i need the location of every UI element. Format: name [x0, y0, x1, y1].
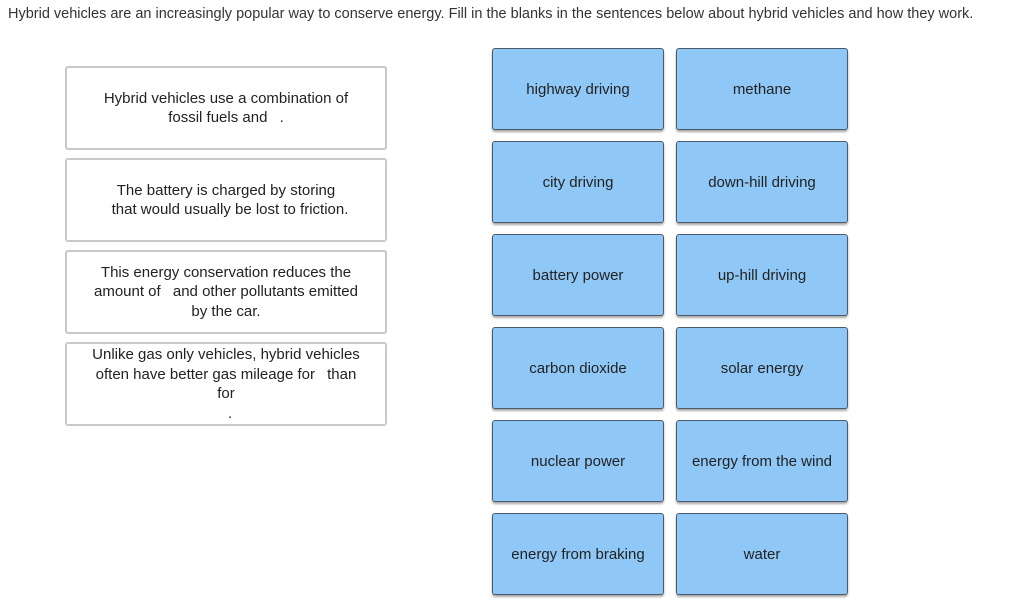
sentence-card-1[interactable]: Hybrid vehicles use a combination of fos… [65, 66, 387, 150]
sentence-card-4[interactable]: Unlike gas only vehicles, hybrid vehicle… [65, 342, 387, 426]
answer-tile-energy-from-the-wind[interactable]: energy from the wind [676, 420, 848, 502]
sentence-1-after: . [279, 109, 284, 126]
sentence-4-middle: than for [217, 365, 357, 403]
sentence-text-1: Hybrid vehicles use a combination of fos… [85, 89, 367, 128]
answer-tile-up-hill-driving[interactable]: up-hill driving [676, 234, 848, 316]
answer-tile-carbon-dioxide[interactable]: carbon dioxide [492, 327, 664, 409]
sentence-1-before: Hybrid vehicles use a combination of fos… [103, 89, 349, 127]
answer-tile-highway-driving[interactable]: highway driving [492, 48, 664, 130]
answer-tile-methane[interactable]: methane [676, 48, 848, 130]
sentence-4-after: . [227, 404, 233, 422]
answer-tile-city-driving[interactable]: city driving [492, 141, 664, 223]
sentence-4-before: Unlike gas only vehicles, hybrid vehicle… [92, 346, 360, 383]
answer-bank: highway driving methane city driving dow… [492, 48, 848, 595]
sentence-text-2: The battery is charged by storing that w… [104, 181, 349, 220]
sentence-card-3[interactable]: This energy conservation reduces the amo… [65, 250, 387, 334]
sentence-3-after: and other pollutants emitted by the car. [172, 283, 358, 320]
answer-tile-battery-power[interactable]: battery power [492, 234, 664, 316]
sentence-3-before: This energy conservation reduces the amo… [93, 263, 352, 301]
sentence-card-2[interactable]: The battery is charged by storing that w… [65, 158, 387, 242]
answer-tile-nuclear-power[interactable]: nuclear power [492, 420, 664, 502]
sentence-list: Hybrid vehicles use a combination of fos… [65, 66, 387, 434]
sentence-text-4: Unlike gas only vehicles, hybrid vehicle… [85, 345, 367, 423]
answer-tile-solar-energy[interactable]: solar energy [676, 327, 848, 409]
answer-tile-water[interactable]: water [676, 513, 848, 595]
answer-tile-down-hill-driving[interactable]: down-hill driving [676, 141, 848, 223]
sentence-2-after: that would usually be lost to friction. [111, 201, 349, 218]
instructions-text: Hybrid vehicles are an increasingly popu… [8, 6, 974, 22]
answer-tile-energy-from-braking[interactable]: energy from braking [492, 513, 664, 595]
sentence-text-3: This energy conservation reduces the amo… [85, 263, 367, 322]
sentence-2-before: The battery is charged by storing [116, 181, 336, 199]
